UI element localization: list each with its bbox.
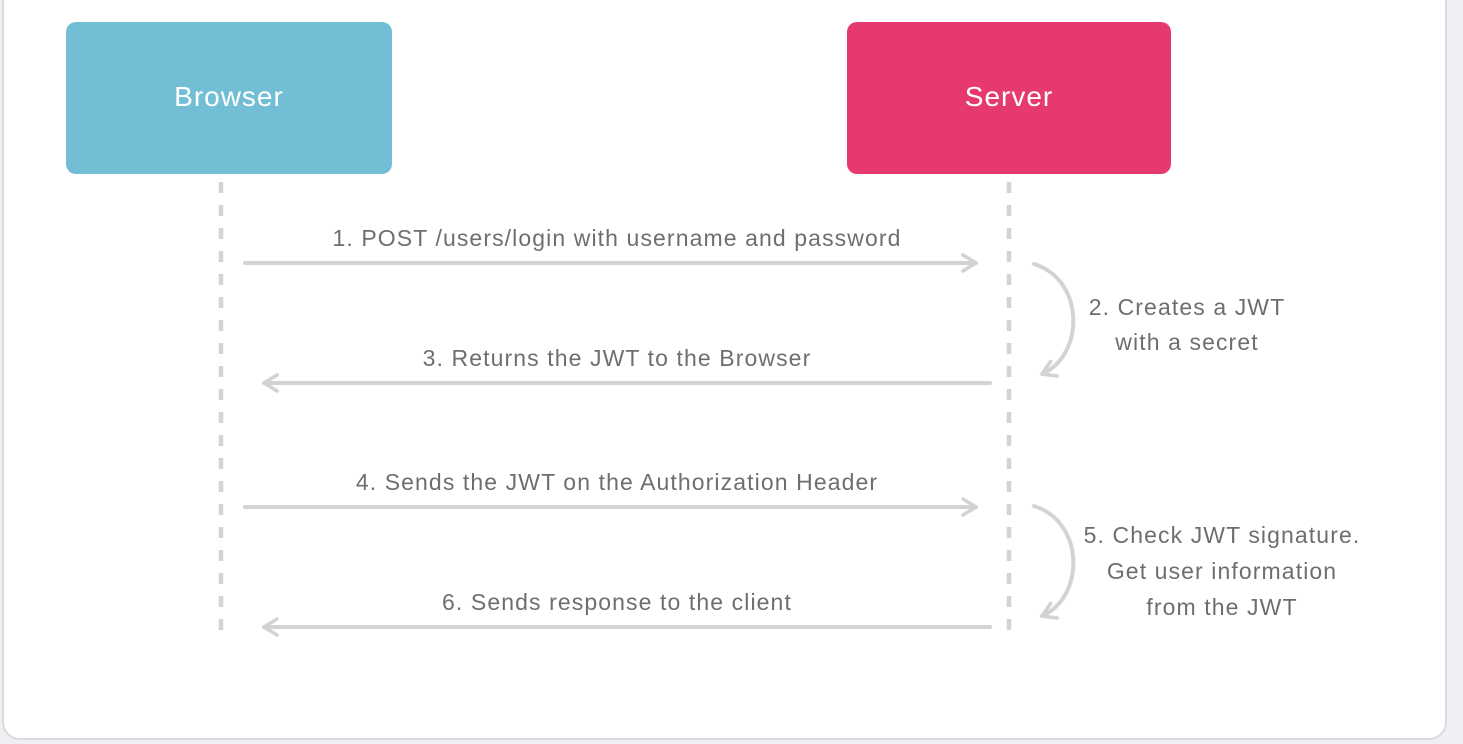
note-5-line-1: 5. Check JWT signature. (1084, 522, 1361, 548)
note-5-line-2: Get user information (1107, 558, 1337, 584)
note-2-line-1: 2. Creates a JWT (1089, 294, 1286, 320)
message-3-label: 3. Returns the JWT to the Browser (423, 345, 812, 371)
self-loop-arrow-5-icon (1032, 504, 1076, 620)
note-2-line-2: with a secret (1114, 329, 1258, 355)
message-6-label: 6. Sends response to the client (442, 589, 792, 615)
actor-label-browser: Browser (174, 81, 284, 112)
actor-box-server (847, 22, 1171, 174)
self-loop-arrow-2-icon (1032, 262, 1076, 378)
message-4-label: 4. Sends the JWT on the Authorization He… (356, 469, 878, 495)
note-5-line-3: from the JWT (1146, 594, 1297, 620)
message-1-label: 1. POST /users/login with username and p… (332, 225, 901, 251)
actor-box-browser (66, 22, 392, 174)
actor-label-server: Server (965, 81, 1053, 112)
